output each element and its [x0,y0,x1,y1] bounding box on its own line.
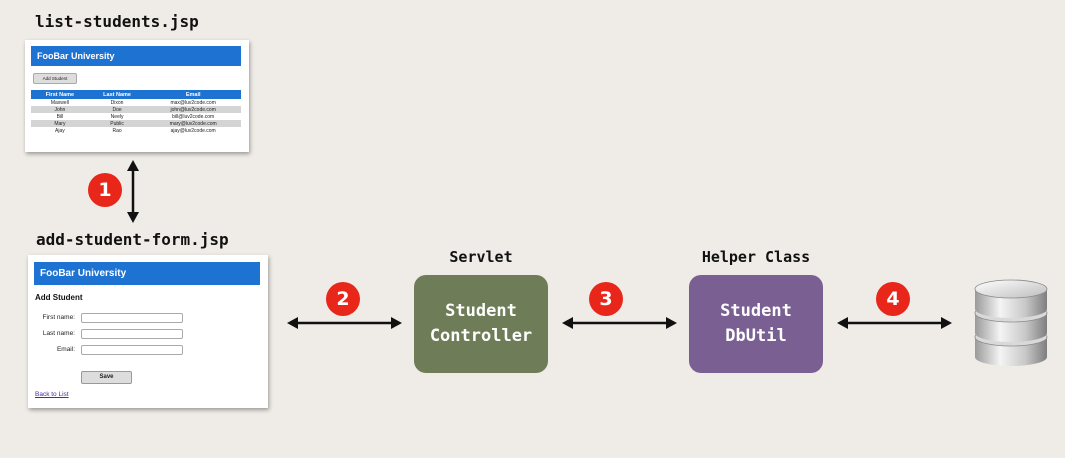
arrow-list-form [127,160,139,223]
students-table: First Name Last Name Email Maxwell Dixon… [31,90,241,134]
table-cell: john@luv2code.com [145,106,241,113]
table-cell: Dixon [110,99,124,106]
helper-class-title: Helper Class [701,248,811,266]
email-field[interactable] [81,345,183,355]
table-cell: ajay@luv2code.com [170,127,216,134]
table-cell: Neely [110,113,124,120]
column-header: Email [145,90,241,99]
save-button[interactable]: Save [81,371,132,384]
email-label: Email: [56,346,75,353]
add-student-button[interactable]: Add Student [33,73,77,84]
table-cell: Bill [56,113,64,120]
table-cell: Doe [88,106,146,113]
table-row: John Doe john@luv2code.com [31,106,241,113]
form-heading: Add Student [35,293,83,302]
table-cell: bill@luv2code.com [172,113,215,120]
student-controller-box: Student Controller [414,275,548,373]
step-2-badge: 2 [326,282,360,316]
add-student-form-thumbnail: FooBar University Add Student First name… [28,255,268,408]
table-row: Bill Neely bill@luv2code.com [31,113,241,120]
list-students-thumbnail: FooBar University Add Student First Name… [25,40,249,152]
table-cell: mary@luv2code.com [145,120,241,127]
table-cell: Mary [31,120,89,127]
step-3-badge: 3 [589,282,623,316]
table-row: Ajay Rao ajay@luv2code.com [31,127,241,134]
servlet-title: Servlet [449,248,513,266]
arrow-dbutil-database [837,317,952,329]
arrow-form-controller [287,317,402,329]
first-name-label: First name: [42,314,75,321]
add-student-form-file-label: add-student-form.jsp [36,230,229,249]
controller-line-1: Student [445,301,517,321]
table-row: Maxwell Dixon max@luv2code.com [31,99,241,106]
column-header: First Name [31,90,89,99]
dbutil-line-1: Student [720,301,792,321]
controller-line-2: Controller [429,326,533,346]
back-to-list-link[interactable]: Back to List [35,391,69,398]
table-cell: John [31,106,89,113]
column-header: Last Name [88,90,146,99]
list-students-file-label: list-students.jsp [35,12,199,31]
table-cell: Rao [112,127,122,134]
step-4-badge: 4 [876,282,910,316]
database-icon [974,279,1048,366]
arrow-controller-dbutil [562,317,677,329]
step-1-badge: 1 [88,173,122,207]
table-cell: max@luv2code.com [170,99,216,106]
form-header-bar: FooBar University [34,262,260,285]
table-row: Mary Public mary@luv2code.com [31,120,241,127]
first-name-field[interactable] [81,313,183,323]
table-cell: Public [88,120,146,127]
table-cell: Maxwell [50,99,69,106]
table-cell: Ajay [55,127,65,134]
dbutil-line-2: DbUtil [725,326,787,346]
last-name-label: Last name: [42,330,75,337]
list-header-bar: FooBar University [31,46,241,66]
last-name-field[interactable] [81,329,183,339]
student-dbutil-box: Student DbUtil [689,275,823,373]
table-header-row: First Name Last Name Email [31,90,241,99]
